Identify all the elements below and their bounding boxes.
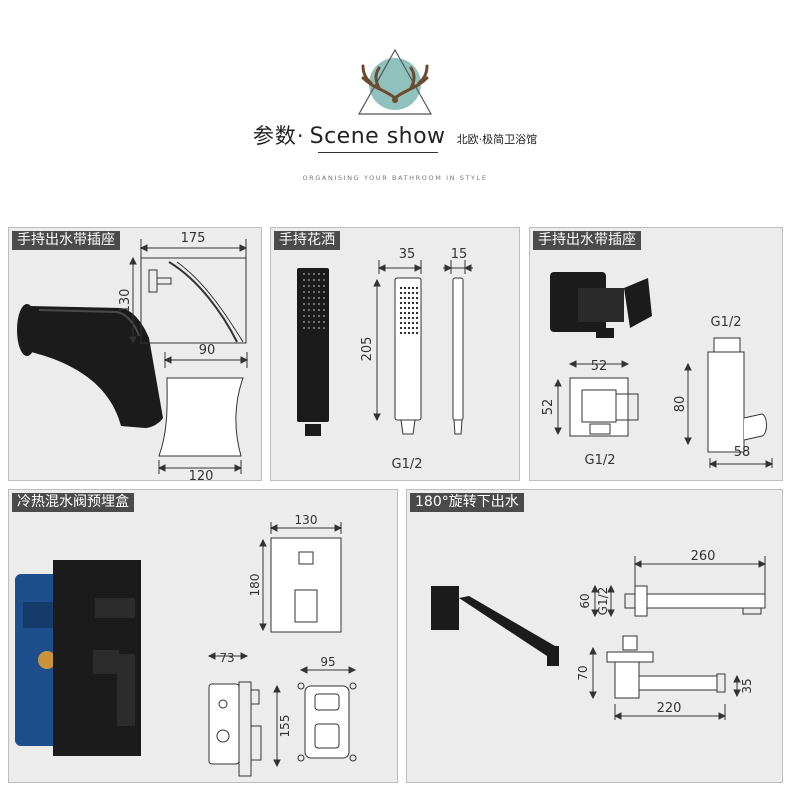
- panel-label: 180°旋转下出水: [410, 493, 524, 512]
- dim-width-35: 35: [399, 247, 416, 262]
- dim-height-52: 52: [541, 399, 556, 416]
- panel-wall-outlet-holder: 手持出水带插座 G1/2 52 52 G1/2: [529, 227, 783, 481]
- dim-length-205: 205: [360, 337, 375, 362]
- mixing-valve-photo: [15, 560, 141, 756]
- dim-height-180: 180: [248, 574, 262, 597]
- dim-thread-g12: G1/2: [392, 457, 423, 472]
- title-underline: [318, 152, 438, 153]
- dim-depth-15: 15: [451, 247, 468, 262]
- dim-depth-58: 58: [734, 445, 751, 460]
- dim-width-95: 95: [320, 655, 335, 669]
- dim-depth-73: 73: [219, 651, 234, 665]
- dim-height-155: 155: [278, 715, 292, 738]
- hand-shower-photo: [297, 268, 329, 436]
- panel-handheld-outlet: 手持出水带插座 175 130: [8, 227, 262, 481]
- page-title: 参数· Scene show 北欧·极简卫浴馆: [0, 120, 790, 150]
- panel-rotating-spout: 180°旋转下出水 260 60 G1/2: [406, 489, 783, 783]
- deer-antler-icon: [357, 48, 433, 115]
- dim-width-52: 52: [591, 359, 608, 374]
- dim-height-35: 35: [740, 678, 754, 693]
- panel-label: 手持出水带插座: [12, 231, 120, 250]
- title-en: Scene show: [309, 124, 446, 149]
- wall-outlet-photo: [550, 272, 652, 338]
- dim-height-60: 60: [578, 593, 592, 608]
- dim-thread-g12-bottom: G1/2: [585, 453, 616, 468]
- dim-height-80: 80: [673, 396, 688, 413]
- dim-height-130: 130: [118, 289, 133, 314]
- dim-length-220: 220: [657, 701, 682, 716]
- dim-length-260: 260: [691, 549, 716, 564]
- rotating-spout-photo: [431, 586, 559, 666]
- dim-thread-g12: G1/2: [596, 587, 610, 616]
- panel-hand-shower: 手持花洒: [270, 227, 520, 481]
- panel-label: 冷热混水阀预埋盒: [12, 493, 134, 512]
- slogan: ORGANISING YOUR BATHROOM IN STYLE: [302, 174, 488, 182]
- dim-width-175: 175: [181, 231, 206, 246]
- tagline: 北欧·极简卫浴馆: [456, 133, 538, 146]
- brand-logo: [355, 48, 435, 116]
- panel-label: 手持花洒: [274, 231, 340, 250]
- dim-width-90: 90: [199, 343, 216, 358]
- dim-width-120: 120: [189, 469, 214, 481]
- panel-mixing-valve-box: 冷热混水阀预埋盒 130 180: [8, 489, 398, 783]
- panel-label: 手持出水带插座: [533, 231, 641, 250]
- dim-thread-g12-top: G1/2: [711, 315, 742, 330]
- title-cn: 参数·: [252, 124, 305, 148]
- dim-height-70: 70: [576, 665, 590, 680]
- dim-width-130: 130: [295, 513, 318, 527]
